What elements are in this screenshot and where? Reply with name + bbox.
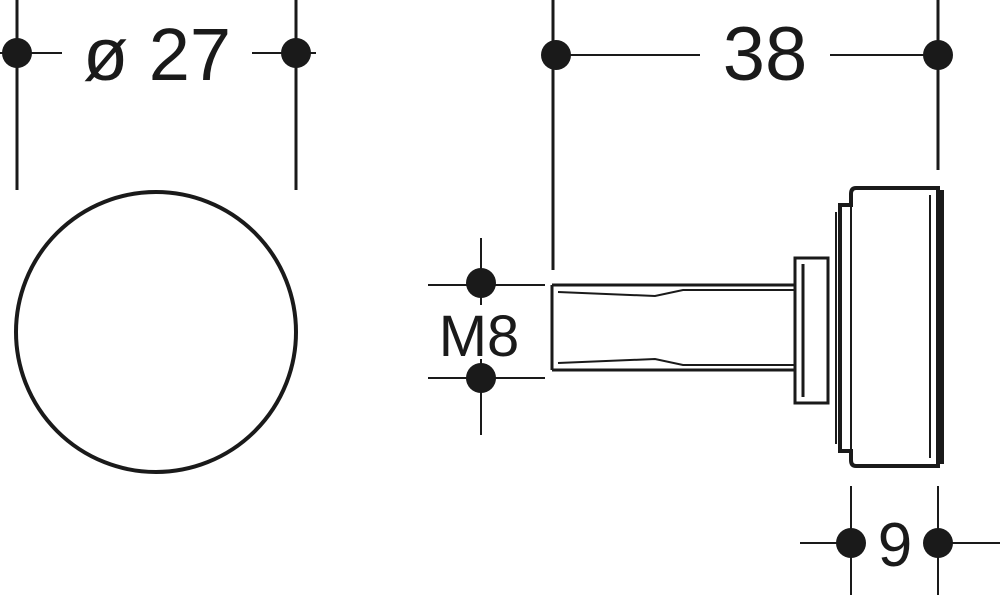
thread-lines xyxy=(557,289,795,366)
thread-terminator-dot-bottom xyxy=(466,363,496,393)
knob-collar xyxy=(793,256,830,405)
thread-label-background xyxy=(430,305,530,359)
thread-label: M8 xyxy=(439,304,520,369)
diameter-terminator-dot-left xyxy=(2,38,32,68)
knob-head-inner-lines xyxy=(835,195,931,458)
length-terminator-dot-right xyxy=(923,40,953,70)
length-label: 38 xyxy=(723,12,808,97)
knob-side-profile xyxy=(550,186,944,468)
head-width-terminator-dot-right xyxy=(923,528,953,558)
diameter-terminator-dot-right xyxy=(281,38,311,68)
diameter-label: ø 27 xyxy=(83,13,231,96)
thread-terminator-dot-top xyxy=(466,268,496,298)
knob-head xyxy=(838,186,940,468)
length-terminator-dot-left xyxy=(541,40,571,70)
diameter-dimension: ø 27 xyxy=(0,0,316,190)
knob-front-circle xyxy=(14,190,298,474)
head-width-dimension: 9 xyxy=(800,486,1000,595)
thread-dimension: M8 xyxy=(428,238,545,435)
head-width-label: 9 xyxy=(878,511,912,580)
threaded-stud xyxy=(550,283,795,372)
head-width-terminator-dot-left xyxy=(836,528,866,558)
length-dimension: 38 xyxy=(541,0,953,270)
